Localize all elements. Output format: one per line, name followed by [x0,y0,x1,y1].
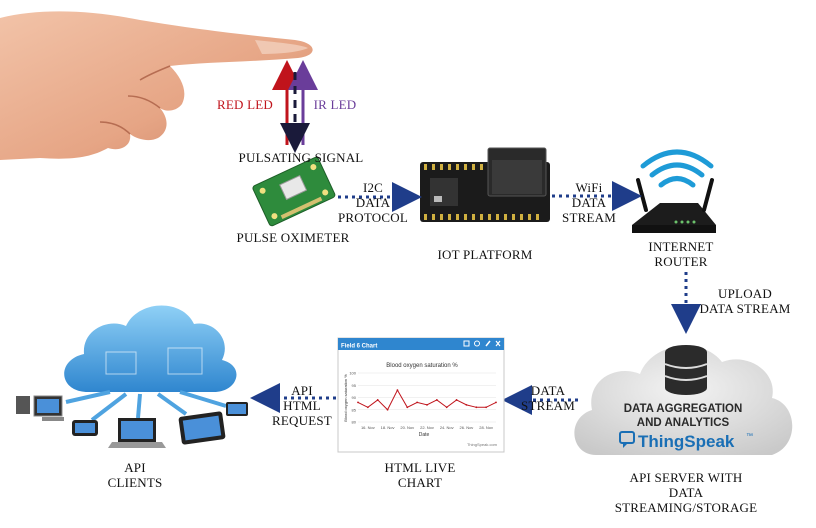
upload-stream-label: UPLOAD DATA STREAM [690,286,800,316]
iot-board-image [420,147,550,222]
api-server-line1: API SERVER WITH [629,470,743,485]
flow-arrows [250,181,701,415]
chart-ytick-label: 80 [352,420,357,425]
chart-xtick-label: 22. Nov [420,425,434,430]
led-signal-arrows [272,60,318,153]
wifi-line1: WiFi [575,180,603,195]
pulse-oximeter-board-image [252,156,336,227]
chart-point [416,401,419,404]
tablet-icon [178,411,226,445]
chart-xlabel: Date [419,432,430,438]
laptop-icon [108,418,166,448]
chart-point [485,406,488,409]
phone-icon [72,420,98,436]
chart-point [465,403,468,406]
chart-xtick-label: 16. Nov [361,425,375,430]
thingspeak-cloud-image [574,345,793,455]
api-request-line1: API [291,383,313,398]
iot-platform-label: IOT PLATFORM [437,247,533,262]
chart-point [396,389,399,392]
chart-xtick-label: 28. Nov [479,425,493,430]
chart-ylabel: Blood oxygen saturation % [343,374,348,422]
pulse-oximeter-label: PULSE OXIMETER [236,230,350,245]
chart-point [426,403,428,406]
api-request-label: API HTML REQUEST [268,383,336,428]
chart-title: Blood oxygen saturation % [386,363,458,369]
chart-ytick-label: 90 [352,395,357,400]
data-stream-line1: DATA [530,383,566,398]
data-stream-label: DATA STREAM [516,383,580,413]
chart-point [475,406,478,409]
api-clients-line2: CLIENTS [107,475,163,490]
ir-led-label: IR LED [313,97,357,112]
api-clients-line1: API [124,460,146,475]
chart-point [376,399,379,401]
chart-point [455,399,458,401]
i2c-line3: PROTOCOL [338,210,408,225]
router-line1: INTERNET [648,239,714,254]
chart-point [406,406,409,409]
upload-line2: DATA STREAM [699,301,791,316]
api-request-line2: HTML [283,398,321,413]
api-clients-label: API CLIENTS [90,460,180,490]
chart-xtick-label: 24. Nov [440,425,454,430]
red-led-label: RED LED [217,97,273,112]
thingspeak-brand: ThingSpeak [638,432,735,451]
chart-credit: ThingSpeak.com [467,442,498,447]
chart-ytick-label: 95 [352,383,357,388]
wifi-icon [640,149,714,188]
chart-point [357,401,359,404]
i2c-line2: DATA [355,195,391,210]
chart-point [366,406,369,409]
pointing-hand-image [0,11,313,161]
thingspeak-line1: DATA AGGREGATION [624,403,743,415]
html-chart-label: HTML LIVE CHART [370,460,470,490]
html-chart-line2: CHART [397,475,443,490]
router-line2: ROUTER [654,254,708,269]
i2c-line1: I2C [362,180,384,195]
thingspeak-line2: AND ANALYTICS [637,417,730,429]
chart-point [495,401,497,404]
html-chart-line1: HTML LIVE [384,460,456,475]
wifi-line2: DATA [571,195,607,210]
wifi-stream-label: WiFi DATA STREAM [556,180,622,225]
data-stream-line2: STREAM [521,398,575,413]
wifi-line3: STREAM [562,210,616,225]
desktop-computer-icon [16,395,64,421]
chart-ytick-label: 85 [352,407,357,412]
small-phone-icon [226,402,248,416]
widget-header-icons [463,340,501,347]
database-icon [664,345,708,395]
chart-point [386,408,389,411]
chart-widget [337,337,505,453]
chart-xtick-label: 20. Nov [400,425,414,430]
thingspeak-logo-icon [619,431,635,448]
chart-point [445,406,448,409]
api-request-line3: REQUEST [272,413,332,428]
widget-header-title: Field 6 Chart [341,344,377,350]
api-server-label: API SERVER WITH DATA STREAMING/STORAGE [606,470,766,515]
api-server-line3: STREAMING/STORAGE [614,500,758,515]
router-image [632,178,716,233]
chart-ytick-label: 100 [349,371,356,376]
chart-xtick-label: 26. Nov [460,425,474,430]
thingspeak-tm: ™ [746,433,753,440]
router-label: INTERNET ROUTER [636,239,726,269]
api-server-line2: DATA [668,485,704,500]
i2c-protocol-label: I2C DATA PROTOCOL [330,180,416,225]
api-cloud-image [64,305,237,422]
upload-line1: UPLOAD [718,286,772,301]
pulsating-signal-label: PULSATING SIGNAL [238,150,364,165]
chart-point [435,399,438,401]
chart-xtick-label: 18. Nov [381,425,395,430]
